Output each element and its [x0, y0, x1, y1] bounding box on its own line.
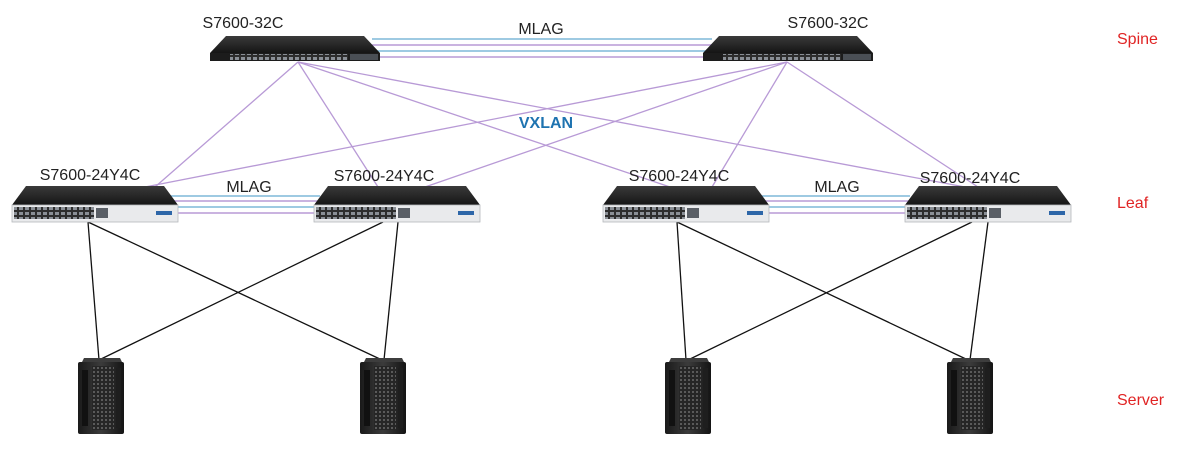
uplink-line — [424, 61, 788, 188]
uplink-line — [144, 61, 788, 188]
tier-label-spine: Spine — [1117, 31, 1158, 48]
uplink-line — [711, 61, 788, 188]
spine-switch-label: S7600-32C — [203, 15, 284, 32]
leaf-switch-label: S7600-24Y4C — [334, 168, 435, 185]
server-tower-icon — [360, 358, 406, 434]
spine-mlag-link — [372, 38, 712, 58]
spine-mlag-label: MLAG — [518, 21, 563, 38]
leaf-switch-label: S7600-24Y4C — [40, 167, 141, 184]
server-tower-icon — [78, 358, 124, 434]
tier-label-leaf: Leaf — [1117, 195, 1149, 212]
server-link-line — [98, 221, 384, 361]
uplink-line — [297, 61, 966, 188]
leaf-mlag-link — [168, 195, 320, 214]
server-tower-icon — [947, 358, 993, 434]
uplink-line — [154, 61, 299, 188]
spine-leaf-uplinks — [144, 61, 979, 188]
leaf-switch-icon — [602, 186, 770, 223]
leaf-switch-icon — [313, 186, 481, 223]
leaf-mlag-link — [760, 195, 910, 214]
uplink-line — [297, 61, 379, 188]
server-link-line — [676, 221, 687, 361]
server-link-line — [87, 221, 100, 361]
leaf-mlag-label: MLAG — [814, 179, 859, 196]
vxlan-label: VXLAN — [519, 115, 573, 132]
server-link-line — [383, 221, 399, 361]
server-link-line — [87, 221, 383, 361]
leaf-switch-icon — [11, 186, 179, 223]
leaf-switch-label: S7600-24Y4C — [920, 170, 1021, 187]
spine-switch-icon — [703, 36, 873, 61]
leaf-switch-label: S7600-24Y4C — [629, 168, 730, 185]
server-link-line — [969, 221, 989, 361]
spine-switch-icon — [210, 36, 380, 61]
server-link-line — [676, 221, 969, 361]
leaf-server-links — [87, 221, 989, 361]
uplink-line — [786, 61, 979, 188]
uplink-line — [297, 61, 671, 188]
server-link-line — [687, 221, 973, 361]
leaf-mlag-label: MLAG — [226, 179, 271, 196]
server-tower-icon — [665, 358, 711, 434]
tier-label-server: Server — [1117, 392, 1165, 409]
spine-switch-label: S7600-32C — [788, 15, 869, 32]
leaf-switch-icon — [904, 186, 1072, 223]
